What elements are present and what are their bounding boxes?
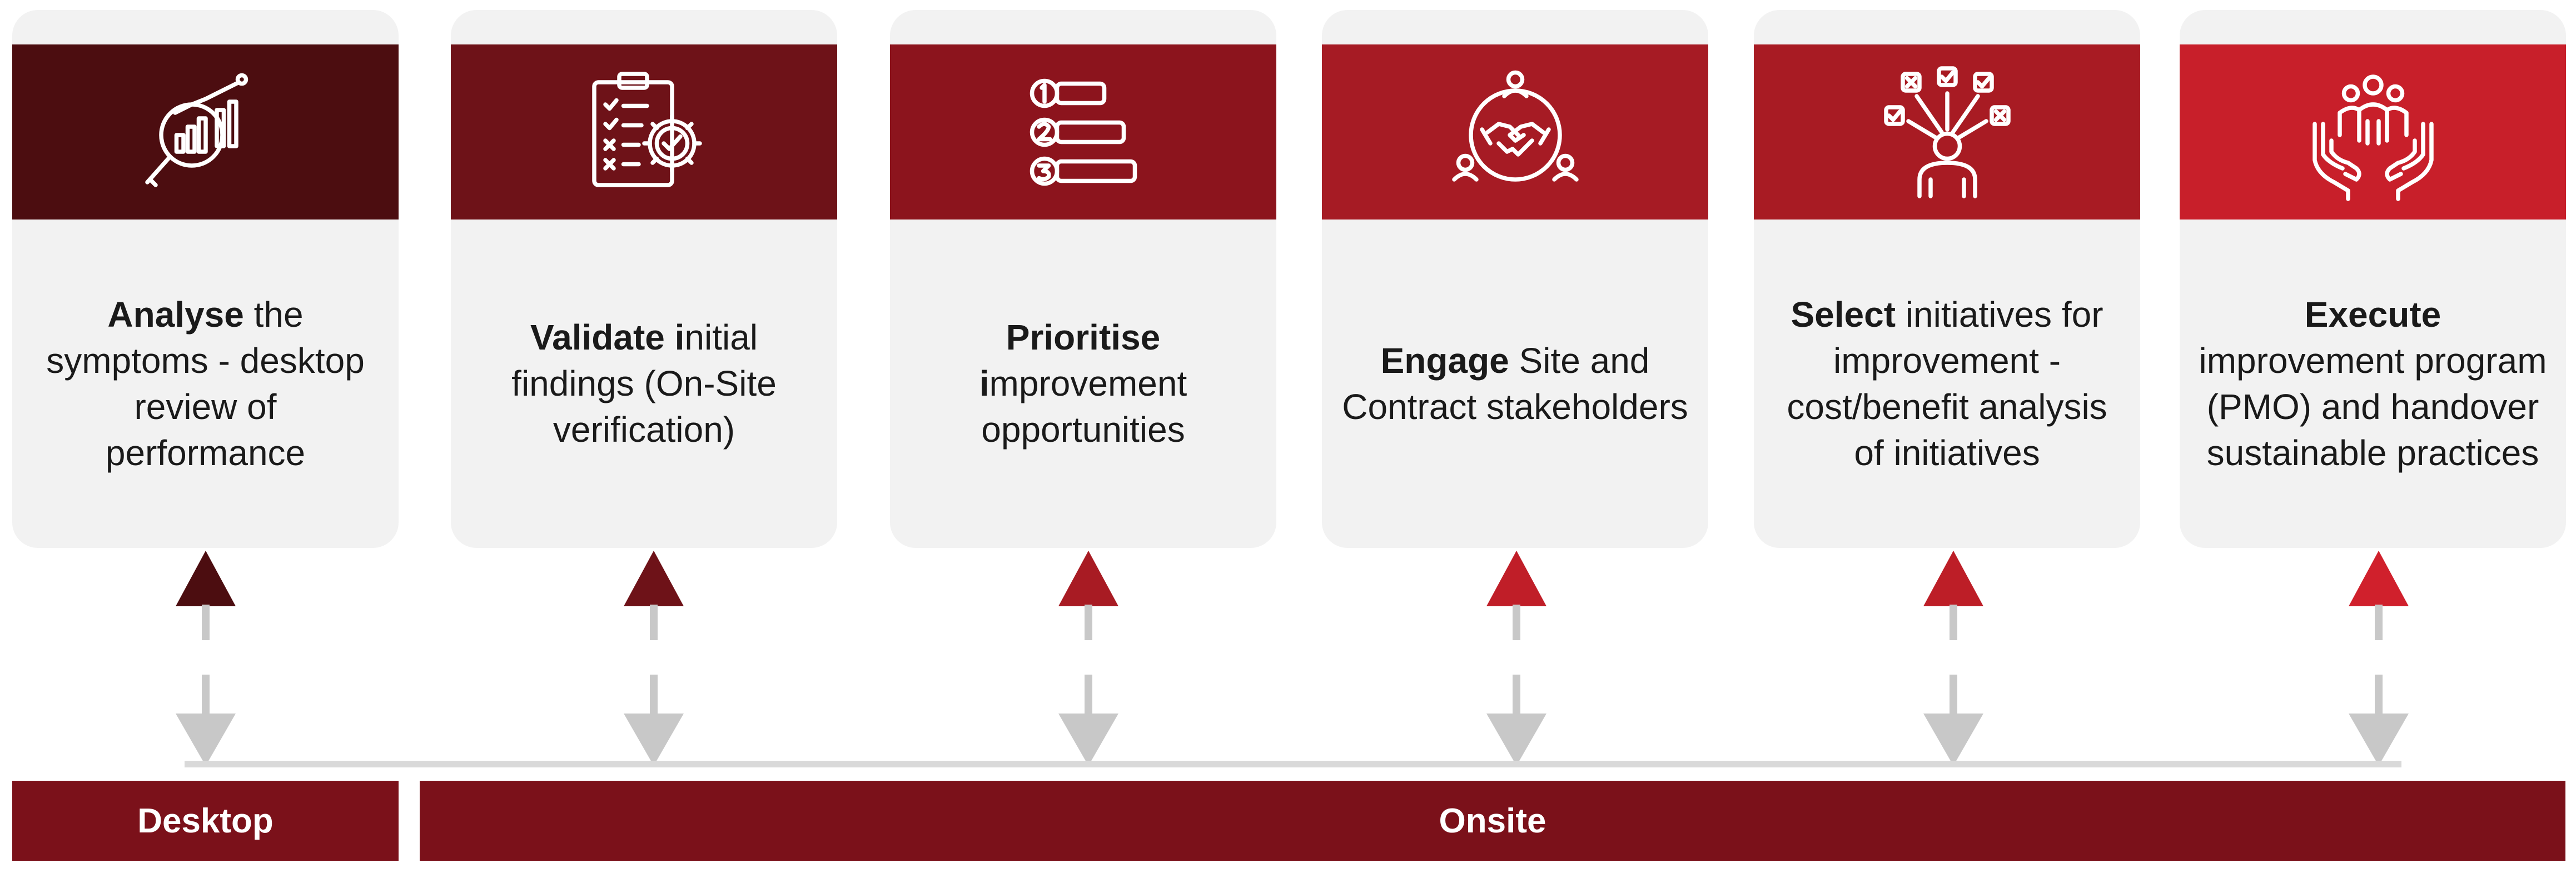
- step-card-validate: Validate initial findings (On-Site verif…: [451, 10, 837, 548]
- phase-bar-desktop: Desktop: [12, 781, 399, 861]
- handshake-people-icon: [1451, 70, 1579, 182]
- step-description: improvement program (PMO) and handover s…: [2199, 340, 2547, 473]
- step-card-execute: Execute improvement program (PMO) and ha…: [2180, 10, 2566, 548]
- step-keyword: Execute: [2304, 294, 2441, 335]
- timeline-line: [185, 761, 2401, 767]
- step-text: Engage Site and Contract stakeholders: [1341, 338, 1689, 430]
- phase-bar-onsite: Onsite: [420, 781, 2565, 861]
- step-keyword: Analyse: [107, 294, 244, 335]
- connector-down-arrow: [176, 605, 236, 766]
- step-header-band: [1322, 44, 1708, 220]
- phase-label: Onsite: [1439, 801, 1546, 840]
- magnifier-chart-icon: [145, 73, 248, 187]
- step-text: Execute improvement program (PMO) and ha…: [2199, 292, 2547, 476]
- phase-label: Desktop: [137, 801, 273, 840]
- step-card-analyse: Analyse the symptoms - desktop review of…: [12, 10, 399, 548]
- clipboard-checklist-gear-icon: [591, 71, 702, 187]
- connector-down-arrow: [2349, 605, 2409, 766]
- step-text: Validate initial findings (On-Site verif…: [470, 315, 818, 453]
- pointer-triangle: [2349, 551, 2409, 606]
- ranked-list-icon: [1030, 78, 1137, 186]
- connector-down-arrow: [624, 605, 684, 766]
- hands-holding-team-icon: [2312, 74, 2434, 201]
- step-text: Analyse the symptoms - desktop review of…: [31, 292, 380, 476]
- step-header-band: [12, 44, 399, 220]
- pointer-triangle: [1058, 551, 1118, 606]
- step-header-band: [890, 44, 1276, 220]
- pointer-triangle: [1923, 551, 1983, 606]
- step-text: Select initiatives for improvement - cos…: [1773, 292, 2121, 476]
- step-keyword: Engage: [1380, 340, 1509, 381]
- step-header-band: [2180, 44, 2566, 220]
- step-description: Site and Contract stakeholders: [1342, 340, 1688, 427]
- step-card-engage: Engage Site and Contract stakeholders: [1322, 10, 1708, 548]
- step-description: nitial findings (On-Site verification): [511, 317, 777, 450]
- connector-down-arrow: [1486, 605, 1546, 766]
- step-description: mprovement opportunities: [981, 363, 1187, 450]
- person-selecting-options-icon: [1883, 66, 2011, 198]
- step-description: the symptoms - desktop review of perform…: [46, 294, 365, 473]
- step-text: Prioritise improvement opportunities: [909, 315, 1257, 453]
- pointer-triangle: [624, 551, 684, 606]
- step-keyword-initial: i: [979, 363, 989, 403]
- step-card-select: Select initiatives for improvement - cos…: [1754, 10, 2140, 548]
- pointer-triangle: [1486, 551, 1546, 606]
- step-keyword: Validate i: [530, 317, 685, 357]
- step-header-band: [451, 44, 837, 220]
- connector-down-arrow: [1923, 605, 1983, 766]
- step-keyword: Select: [1791, 294, 1896, 335]
- connector-down-arrow: [1058, 605, 1118, 766]
- step-card-prioritise: Prioritise improvement opportunities: [890, 10, 1276, 548]
- pointer-triangle: [176, 551, 236, 606]
- step-description: initiatives for improvement - cost/benef…: [1787, 294, 2107, 473]
- step-keyword: Prioritise: [1006, 317, 1161, 357]
- step-header-band: [1754, 44, 2140, 220]
